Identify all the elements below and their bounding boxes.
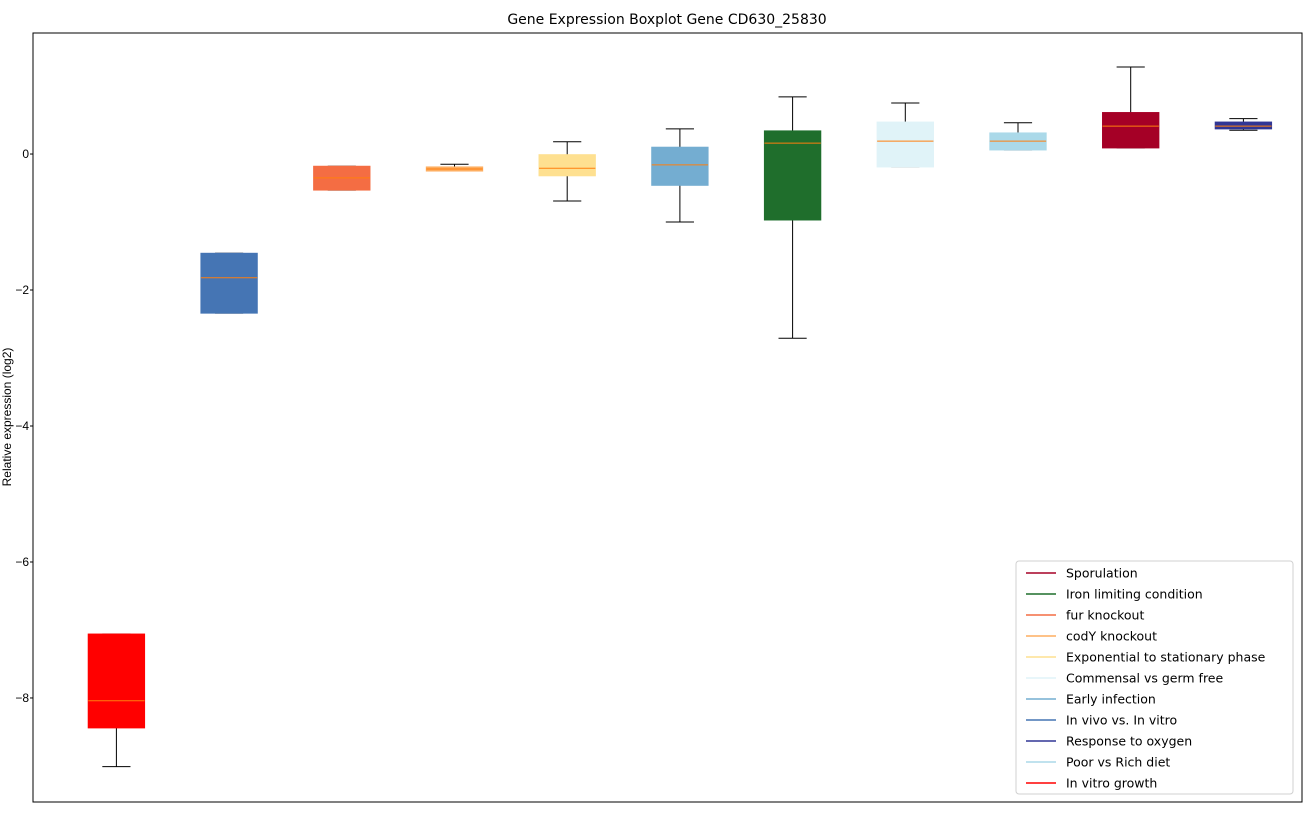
box-in-vitro-growth: [87, 633, 146, 768]
box-body: [876, 121, 934, 168]
y-tick-label: −6: [15, 555, 29, 569]
plot-frame: [32, 32, 1303, 803]
legend-entry: In vitro growth: [1066, 776, 1157, 791]
y-tick-label: −4: [15, 419, 29, 433]
box-cody-knockout: [425, 163, 484, 172]
legend-entry: Exponential to stationary phase: [1066, 650, 1266, 665]
box-fur-knockout: [313, 165, 371, 191]
box-in-vivo-vs-in-vitro: [200, 252, 258, 314]
legend-entry: In vivo vs. In vitro: [1066, 713, 1177, 728]
y-tick-label: −2: [15, 283, 29, 297]
box-body: [763, 130, 822, 221]
legend-entry: codY knockout: [1066, 629, 1157, 644]
chart-title: Gene Expression Boxplot Gene CD630_25830: [507, 12, 826, 28]
legend-entry: Sporulation: [1066, 566, 1138, 581]
legend-entry: Commensal vs germ free: [1066, 671, 1223, 686]
y-tick-label: −8: [15, 691, 29, 705]
box-response-to-oxygen: [1214, 118, 1273, 131]
box-body: [538, 154, 596, 177]
box-body: [651, 146, 709, 186]
legend-entry: Response to oxygen: [1066, 734, 1192, 749]
y-tick-label: 0: [22, 147, 29, 161]
box-body: [1102, 112, 1160, 149]
box-commensal-vs-germ-free: [876, 102, 934, 168]
legend-entry: Early infection: [1066, 692, 1156, 707]
box-early-infection: [651, 128, 709, 223]
box-body: [1214, 121, 1273, 130]
legend-entry: fur knockout: [1066, 608, 1144, 623]
box-poor-vs-rich-diet: [989, 122, 1047, 151]
legend-frame: [1015, 560, 1294, 795]
box-iron-limiting-condition: [763, 96, 822, 339]
box-sporulation: [1102, 66, 1160, 149]
box-body: [200, 252, 258, 314]
box-body: [87, 633, 146, 729]
y-axis-label: Relative expression (log2): [0, 348, 14, 487]
legend-entry: Iron limiting condition: [1066, 587, 1203, 602]
box-exponential-to-stationary-phase: [538, 141, 596, 202]
legend-entry: Poor vs Rich diet: [1066, 755, 1170, 770]
